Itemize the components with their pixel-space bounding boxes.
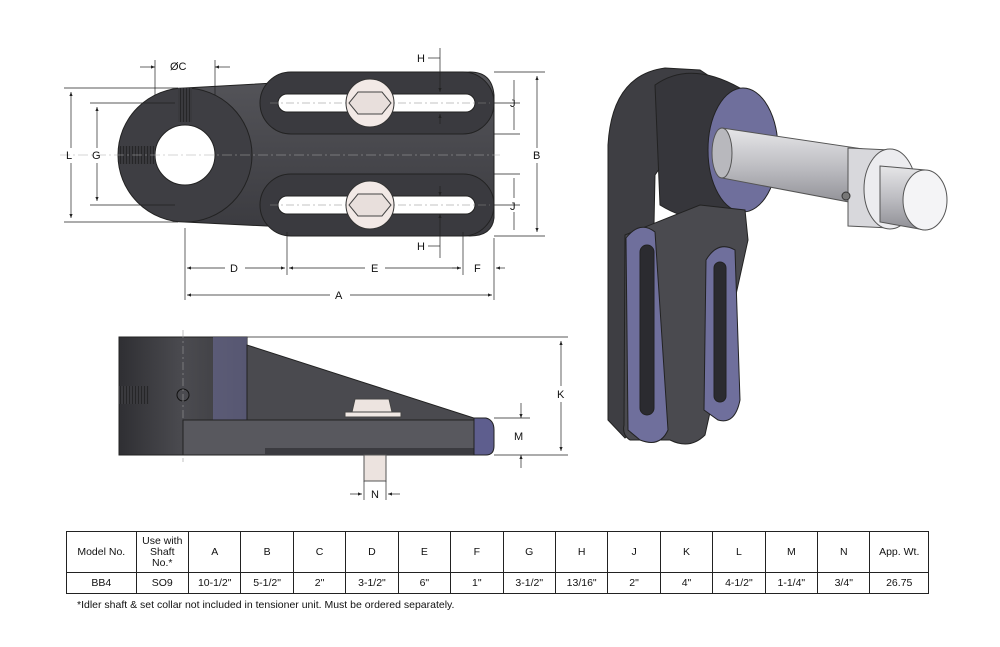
technical-drawing: ØC L G B J J H xyxy=(60,48,948,501)
table-cell: 10-1/2" xyxy=(187,572,242,594)
iso-shaft-tip-face xyxy=(902,169,948,231)
header-cell: H xyxy=(554,531,609,573)
table-cell: 2" xyxy=(292,572,347,594)
top-view: ØC L G B J J H xyxy=(60,48,545,302)
dim-label-k: K xyxy=(557,389,565,401)
header-cell: App. Wt. xyxy=(869,531,929,573)
header-cell: M xyxy=(764,531,819,573)
table-cell: 3/4" xyxy=(817,572,871,594)
header-cell: D xyxy=(345,531,399,573)
table-cell: 1" xyxy=(450,572,504,594)
dim-label-f: F xyxy=(474,263,481,275)
header-cell: A xyxy=(187,531,242,573)
dim-label-m: M xyxy=(514,431,523,443)
iso-slot-right xyxy=(713,261,727,403)
side-bolt-head xyxy=(351,398,393,413)
dim-label-g: G xyxy=(92,150,101,162)
dim-label-a: A xyxy=(335,290,343,302)
table-row: BB4 SO9 10-1/2" 5-1/2" 2" 3-1/2" 6" 1" 3… xyxy=(66,572,929,594)
dim-label-l: L xyxy=(66,150,72,162)
header-cell: G xyxy=(502,531,556,573)
table-cell: 1-1/4" xyxy=(764,572,819,594)
header-cell: L xyxy=(712,531,766,573)
side-thread xyxy=(119,386,149,404)
dim-label-j-upper: J xyxy=(510,98,516,110)
header-cell: N xyxy=(817,531,871,573)
side-bolt-shank xyxy=(363,454,387,482)
side-end-cap xyxy=(473,417,495,456)
header-cell: J xyxy=(607,531,661,573)
dim-label-n: N xyxy=(371,489,379,501)
side-bolt-washer xyxy=(344,411,402,418)
header-cell: B xyxy=(240,531,294,573)
header-cell: F xyxy=(450,531,504,573)
dim-label-d: D xyxy=(230,263,238,275)
table-cell: SO9 xyxy=(135,572,189,594)
iso-slot-left xyxy=(639,244,655,416)
table-header-row: Model No. Use with Shaft No.* A B C D E … xyxy=(66,531,929,573)
table-cell: 3-1/2" xyxy=(345,572,399,594)
header-cell: K xyxy=(659,531,714,573)
upper-bolt-hex xyxy=(348,91,392,115)
table-cell: 26.75 xyxy=(869,572,929,594)
table-cell: 4-1/2" xyxy=(712,572,766,594)
lower-bolt-hex xyxy=(348,193,392,217)
dim-label-e: E xyxy=(371,263,378,275)
dim-label-c: ØC xyxy=(170,61,187,73)
table-cell: 13/16" xyxy=(554,572,609,594)
iso-collar-screw xyxy=(841,191,851,201)
table-cell: BB4 xyxy=(66,572,137,594)
header-cell: C xyxy=(292,531,347,573)
dim-label-h-lower: H xyxy=(417,241,425,253)
footnote: *Idler shaft & set collar not included i… xyxy=(77,599,455,611)
table-cell: 5-1/2" xyxy=(240,572,294,594)
table-cell: 3-1/2" xyxy=(502,572,556,594)
thread-top xyxy=(178,88,192,122)
table-cell: 6" xyxy=(397,572,452,594)
table-cell: 4" xyxy=(659,572,714,594)
isometric-view xyxy=(607,67,948,445)
dimension-table: Model No. Use with Shaft No.* A B C D E … xyxy=(66,531,929,594)
header-cell: Model No. xyxy=(66,531,137,573)
side-base-step xyxy=(265,448,485,455)
header-cell: Use with Shaft No.* xyxy=(135,531,189,573)
side-view: K M N xyxy=(118,330,568,501)
table-cell: 2" xyxy=(607,572,661,594)
iso-shaft-end-inner xyxy=(711,127,733,179)
dim-label-b: B xyxy=(533,150,540,162)
dim-label-h-upper: H xyxy=(417,53,425,65)
dim-label-j-lower: J xyxy=(510,201,516,213)
header-cell: E xyxy=(397,531,452,573)
